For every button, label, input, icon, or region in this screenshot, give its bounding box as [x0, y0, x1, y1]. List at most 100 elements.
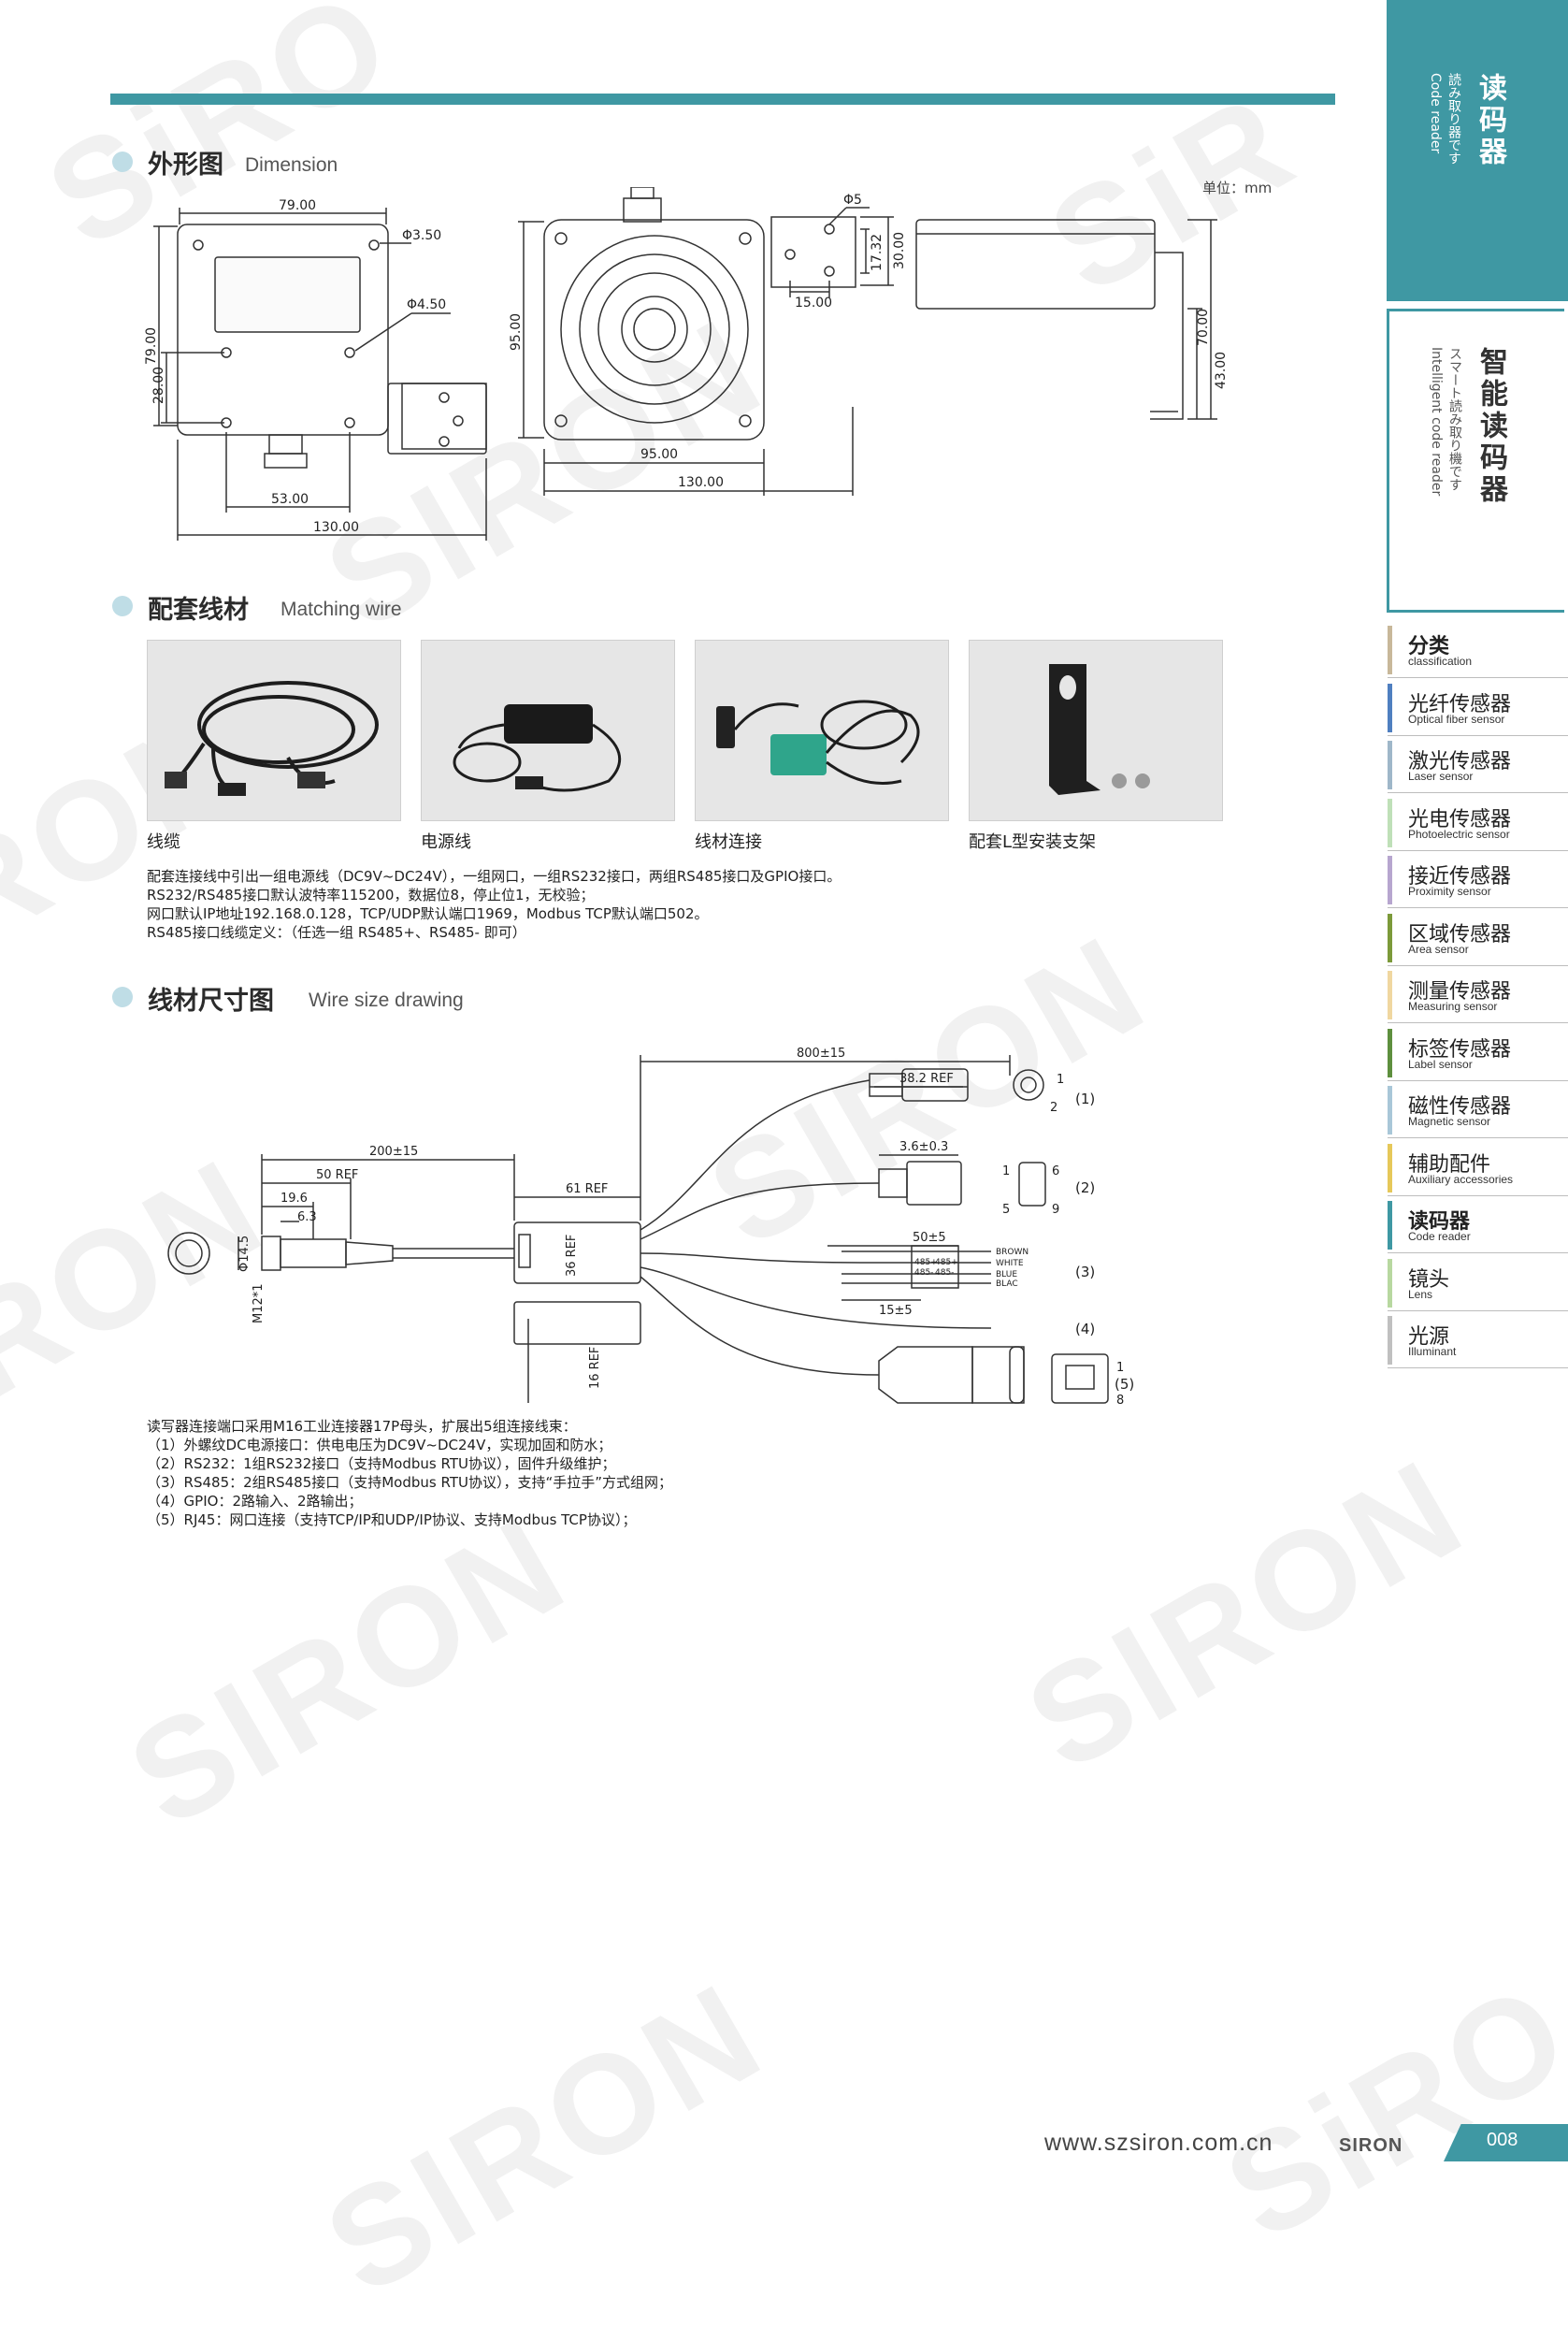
pin-label: 2 [1050, 1101, 1057, 1115]
note-line: 读写器连接端口采用M16工业连接器17P母头，扩展出5组连接线束： [147, 1418, 577, 1435]
section-bullet [112, 596, 133, 616]
dim-70: 70.00 [1196, 309, 1211, 346]
pin-label: 6 [1052, 1164, 1059, 1178]
side-tab-code-reader[interactable]: 读码器 読み取り器です Code reader [1387, 0, 1568, 301]
footer-logo: SIRON [1339, 2135, 1403, 2156]
wire-size-notes: 读写器连接端口采用M16工业连接器17P母头，扩展出5组连接线束： （1）外螺纹… [147, 1417, 672, 1529]
pin-label: 9 [1052, 1203, 1059, 1217]
watermark-logo: SIRON [300, 1952, 788, 2325]
pin-label: 1 [1057, 1073, 1064, 1087]
side-tab-title: 读码器 [1474, 73, 1506, 168]
dim-50-ref: 50 REF [316, 1168, 358, 1182]
pin-label: 8 [1116, 1394, 1124, 1408]
dim-3-6: 3.6±0.3 [899, 1140, 948, 1154]
pin-label: 1 [1002, 1164, 1010, 1178]
dim-800: 800±15 [797, 1047, 845, 1061]
category-label: 测量传感器 [1408, 980, 1512, 1004]
pin-label: 1 [1116, 1361, 1124, 1375]
note-line: （1）外螺纹DC电源接口：供电电压为DC9V~DC24V，实现加固和防水； [147, 1437, 612, 1453]
page-number-badge: 008 [1444, 2124, 1568, 2161]
photo-caption-l-bracket: 配套L型安装支架 [969, 832, 1097, 852]
dim-19-6: 19.6 [281, 1192, 308, 1206]
note-line: （2）RS232：1组RS232接口（支持Modbus RTU协议），固件升级维… [147, 1455, 616, 1472]
photo-caption-cable: 线缆 [147, 832, 180, 852]
category-color-bar [1388, 913, 1392, 962]
category-label-en: Laser sensor [1408, 770, 1474, 783]
category-label: 磁性传感器 [1408, 1095, 1512, 1119]
category-label: 读码器 [1408, 1210, 1471, 1234]
dim-95-h: 95.00 [640, 447, 678, 462]
dim-phi14-5: Φ14.5 [237, 1236, 252, 1272]
category-color-bar [1388, 1201, 1392, 1250]
category-color-bar [1388, 1316, 1392, 1365]
description-line: RS485接口线缆定义：（任选一组 RS485+、RS485- 即可） [147, 924, 526, 941]
wire-color-label: BLAC [996, 1279, 1018, 1289]
dim-36-ref: 36 REF [565, 1235, 579, 1277]
dim-43: 43.00 [1214, 352, 1229, 389]
category-color-bar [1388, 856, 1392, 904]
category-label-en: Lens [1408, 1287, 1433, 1301]
wire-color-label: BLUE [996, 1270, 1017, 1279]
dim-phi3-5: Φ3.50 [402, 228, 441, 243]
photo-l-bracket [969, 640, 1223, 821]
dim-30: 30.00 [892, 232, 907, 269]
category-label-en: Illuminant [1408, 1345, 1457, 1358]
category-label-en: Proximity sensor [1408, 885, 1491, 898]
side-tab-sub-en: Code reader [1428, 73, 1443, 154]
category-color-bar [1388, 683, 1392, 732]
side-tab-intelligent-code-reader[interactable]: 智能读码器 スマート読み取り機です Intelligent code reade… [1387, 309, 1564, 613]
rs485-label: 485- [935, 1268, 954, 1278]
side-tab-sub-ja: 読み取り器です [1446, 73, 1461, 165]
category-color-bar [1388, 1086, 1392, 1135]
category-color-bar [1388, 626, 1392, 674]
note-line: （4）GPIO：2路输入、2路输出； [147, 1493, 363, 1510]
pin-label: 5 [1002, 1203, 1010, 1217]
dim-15: 15.00 [795, 296, 832, 311]
photo-cable [147, 640, 401, 821]
category-label: 标签传感器 [1408, 1037, 1512, 1062]
dim-15-5: 15±5 [879, 1304, 913, 1318]
category-color-bar [1388, 1143, 1392, 1192]
description-line: 配套连接线中引出一组电源线（DC9V~DC24V），一组网口，一组RS232接口… [147, 868, 842, 885]
category-label: 光纤传感器 [1408, 692, 1512, 716]
category-color-bar [1388, 1258, 1392, 1308]
category-label: 辅助配件 [1408, 1152, 1491, 1177]
dim-m12: M12*1 [252, 1283, 266, 1323]
matching-wire-description: 配套连接线中引出一组电源线（DC9V~DC24V），一组网口，一组RS232接口… [147, 867, 841, 942]
top-accent-bar [110, 94, 1335, 105]
category-label-en: Label sensor [1408, 1057, 1473, 1071]
photo-caption-wire-connection: 线材连接 [695, 832, 762, 852]
watermark-logo: SiRO [1200, 1950, 1568, 2270]
dim-6-3: 6.3 [297, 1210, 317, 1224]
marker-2: (2) [1075, 1179, 1095, 1196]
description-line: 网口默认IP地址192.168.0.128，TCP/UDP默认端口1969，Mo… [147, 905, 709, 922]
section-title-dimension: 外形图 [148, 151, 223, 180]
category-label: 光源 [1408, 1325, 1450, 1349]
category-label-en: Optical fiber sensor [1408, 712, 1505, 726]
category-color-bar [1388, 971, 1392, 1019]
footer-url[interactable]: www.szsiron.com.cn [1044, 2130, 1273, 2156]
section-title-matching-wire: 配套线材 [148, 596, 249, 625]
section-bullet [112, 152, 133, 172]
marker-1: (1) [1075, 1091, 1095, 1107]
section-subtitle-wire-size: Wire size drawing [309, 990, 464, 1011]
category-label: 镜头 [1408, 1267, 1450, 1292]
category-color-bar [1388, 1028, 1392, 1077]
category-label: 激光传感器 [1408, 750, 1512, 773]
dim-phi4-5: Φ4.50 [407, 297, 446, 312]
wire-color-label: WHITE [996, 1259, 1024, 1268]
section-bullet [112, 987, 133, 1007]
